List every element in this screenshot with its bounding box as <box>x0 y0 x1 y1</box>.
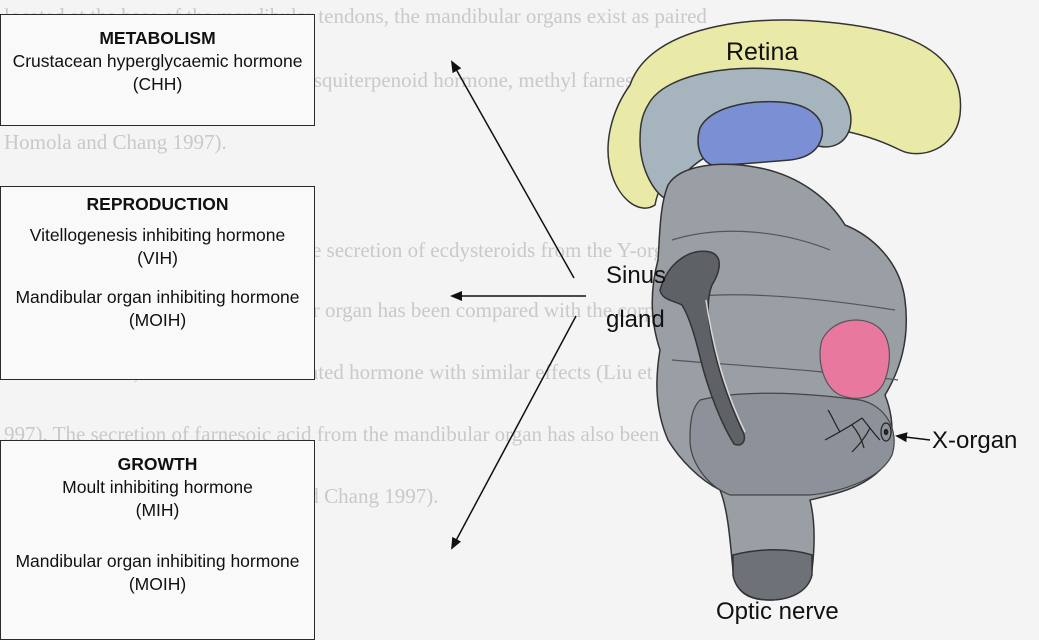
x-organ-region <box>820 320 889 398</box>
reproduction-heading: REPRODUCTION <box>1 193 314 216</box>
sinus-gland-label-line2: gland <box>606 306 665 334</box>
reproduction-hormone-1-abbr: (VIH) <box>1 247 314 270</box>
sinus-gland-label-line1: Sinus <box>606 262 666 290</box>
reproduction-hormone-2: Mandibular organ inhibiting hormone <box>1 286 314 309</box>
optic-nerve-label: Optic nerve <box>716 598 839 626</box>
metabolism-hormone-abbr: (CHH) <box>1 73 314 96</box>
arrow-to-growth <box>452 316 576 548</box>
metabolism-heading: METABOLISM <box>1 27 314 50</box>
optic-nerve-shape <box>733 550 812 600</box>
growth-hormone-1: Moult inhibiting hormone <box>1 476 314 499</box>
reproduction-hormone-1: Vitellogenesis inhibiting hormone <box>1 224 314 247</box>
metabolism-hormone: Crustacean hyperglycaemic hormone <box>1 50 314 73</box>
arrow-to-x-organ <box>897 436 930 440</box>
reproduction-hormone-2-abbr: (MOIH) <box>1 309 314 332</box>
arrow-to-metabolism <box>452 62 574 278</box>
retina-label: Retina <box>726 38 798 67</box>
growth-box: GROWTH Moult inhibiting hormone (MIH) Ma… <box>0 440 315 640</box>
x-organ-label: X-organ <box>932 427 1017 455</box>
growth-hormone-1-abbr: (MIH) <box>1 499 314 522</box>
metabolism-box: METABOLISM Crustacean hyperglycaemic hor… <box>0 14 315 126</box>
growth-heading: GROWTH <box>1 453 314 476</box>
reproduction-box: REPRODUCTION Vitellogenesis inhibiting h… <box>0 186 315 380</box>
growth-hormone-2-abbr: (MOIH) <box>1 573 314 596</box>
growth-hormone-2: Mandibular organ inhibiting hormone <box>1 550 314 573</box>
